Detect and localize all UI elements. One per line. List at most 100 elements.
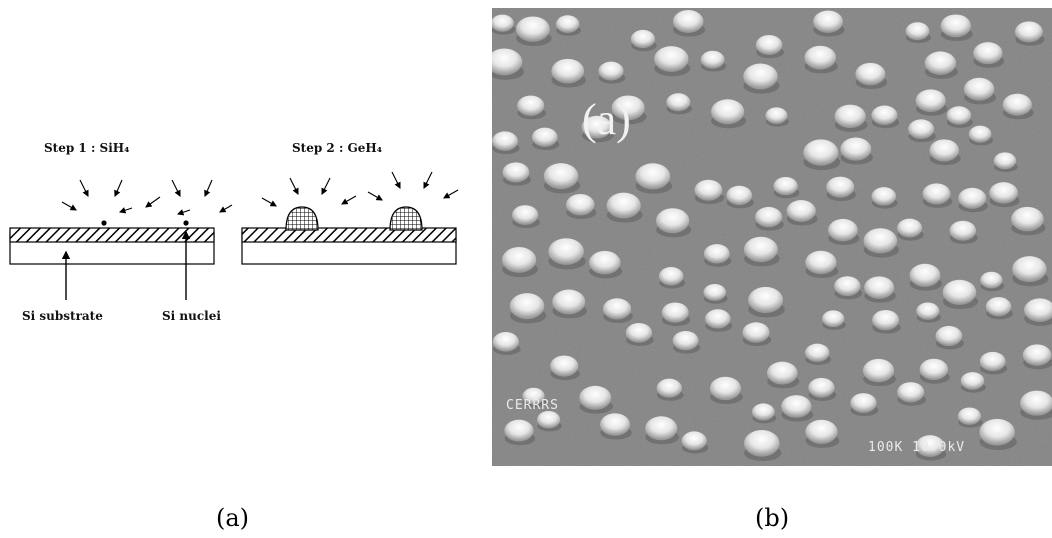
quantum-dot: [550, 355, 579, 377]
quantum-dot: [979, 418, 1015, 446]
quantum-dot: [606, 192, 641, 219]
quantum-dot: [625, 322, 653, 343]
quantum-dot: [960, 372, 985, 390]
micro-inset-label: (a): [582, 95, 631, 144]
quantum-dot: [611, 95, 645, 121]
quantum-dot: [850, 393, 877, 413]
growth-schematic: [9, 171, 459, 300]
label-pointers: [61, 230, 191, 300]
quantum-dot: [743, 63, 778, 90]
quantum-dot: [963, 77, 995, 101]
nuclei-label: Si nuclei: [162, 309, 221, 323]
quantum-dot: [924, 51, 957, 75]
quantum-dot: [862, 358, 895, 383]
quantum-dot: [1020, 390, 1052, 416]
quantum-dot: [980, 271, 1003, 289]
quantum-dot: [666, 93, 691, 112]
si-nucleus: [183, 220, 189, 226]
quantum-dot: [864, 276, 895, 299]
quantum-dot: [786, 200, 816, 222]
quantum-dot: [492, 332, 519, 352]
quantum-dot: [958, 187, 987, 209]
quantum-dot: [703, 283, 727, 301]
micro-bottom-right-text: 100K 10.0kV: [868, 440, 966, 455]
quantum-dot: [630, 29, 656, 49]
quantum-dot: [863, 228, 898, 254]
quantum-dot: [589, 250, 621, 275]
ge-dot: [285, 206, 319, 231]
quantum-dot: [872, 310, 900, 331]
quantum-dot: [946, 106, 972, 125]
quantum-dot: [581, 115, 612, 139]
quantum-dot: [672, 330, 699, 351]
quantum-dot: [973, 42, 1003, 65]
quantum-dot: [804, 45, 837, 70]
quantum-dot: [979, 351, 1006, 372]
quantum-dot: [909, 263, 941, 287]
quantum-dot: [517, 95, 545, 116]
quantum-dot: [645, 416, 678, 441]
quantum-dot: [808, 377, 835, 398]
quantum-dot: [905, 22, 930, 41]
quantum-dot: [504, 419, 534, 442]
quantum-dot: [579, 385, 612, 410]
step1-label: Step 1 : SiH₄: [44, 141, 130, 155]
quantum-dot: [929, 139, 959, 162]
quantum-dot: [871, 105, 898, 125]
quantum-dot: [957, 407, 981, 425]
quantum-dot: [565, 193, 595, 216]
quantum-dot: [502, 162, 530, 183]
quantum-dot: [968, 125, 992, 143]
quantum-dot: [661, 302, 689, 323]
quantum-dot: [773, 176, 798, 196]
quantum-dot: [1014, 21, 1043, 43]
caption-a: (a): [216, 504, 250, 532]
quantum-dot: [1011, 206, 1044, 232]
step1-substrate: [9, 220, 215, 265]
quantum-dot: [710, 99, 745, 125]
quantum-dot: [543, 163, 579, 190]
quantum-dot: [781, 395, 812, 418]
quantum-dot: [743, 236, 778, 263]
quantum-dot: [897, 382, 925, 403]
step2-label: Step 2 : GeH₄: [292, 141, 383, 155]
quantum-dot: [871, 187, 897, 206]
quantum-dot: [805, 419, 838, 444]
quantum-dot: [742, 322, 770, 343]
quantum-dot: [805, 343, 830, 362]
quantum-dot: [935, 325, 963, 346]
substrate-label: Si substrate: [22, 309, 103, 323]
quantum-dot: [916, 302, 940, 320]
sem-micrograph: [492, 8, 1052, 466]
quantum-dot: [515, 16, 550, 42]
quantum-dot: [548, 238, 584, 265]
quantum-dot: [908, 119, 935, 139]
quantum-dot: [492, 131, 518, 151]
quantum-dot: [672, 9, 704, 33]
quantum-dot: [805, 250, 837, 275]
si-nucleus: [101, 220, 107, 226]
quantum-dot: [766, 361, 798, 385]
quantum-dot: [681, 431, 707, 451]
quantum-dot: [813, 10, 843, 33]
quantum-dot: [993, 152, 1017, 170]
quantum-dot: [985, 297, 1012, 317]
quantum-dot: [703, 244, 730, 264]
ge-dot: [389, 206, 423, 231]
quantum-dot: [822, 310, 845, 328]
quantum-dot: [855, 62, 886, 86]
quantum-dot: [897, 218, 923, 238]
caption-b: (b): [755, 504, 790, 532]
quantum-dot: [915, 435, 945, 457]
quantum-dots: [492, 9, 1052, 462]
quantum-dot: [748, 286, 784, 314]
quantum-dot: [654, 46, 689, 72]
quantum-dot: [840, 137, 872, 161]
quantum-dot: [755, 34, 783, 55]
quantum-dot: [658, 267, 684, 286]
quantum-dot: [512, 205, 539, 225]
quantum-dot: [755, 206, 783, 228]
quantum-dot: [949, 220, 977, 241]
step2-flux-arrows: [261, 171, 459, 207]
quantum-dot: [834, 276, 861, 297]
